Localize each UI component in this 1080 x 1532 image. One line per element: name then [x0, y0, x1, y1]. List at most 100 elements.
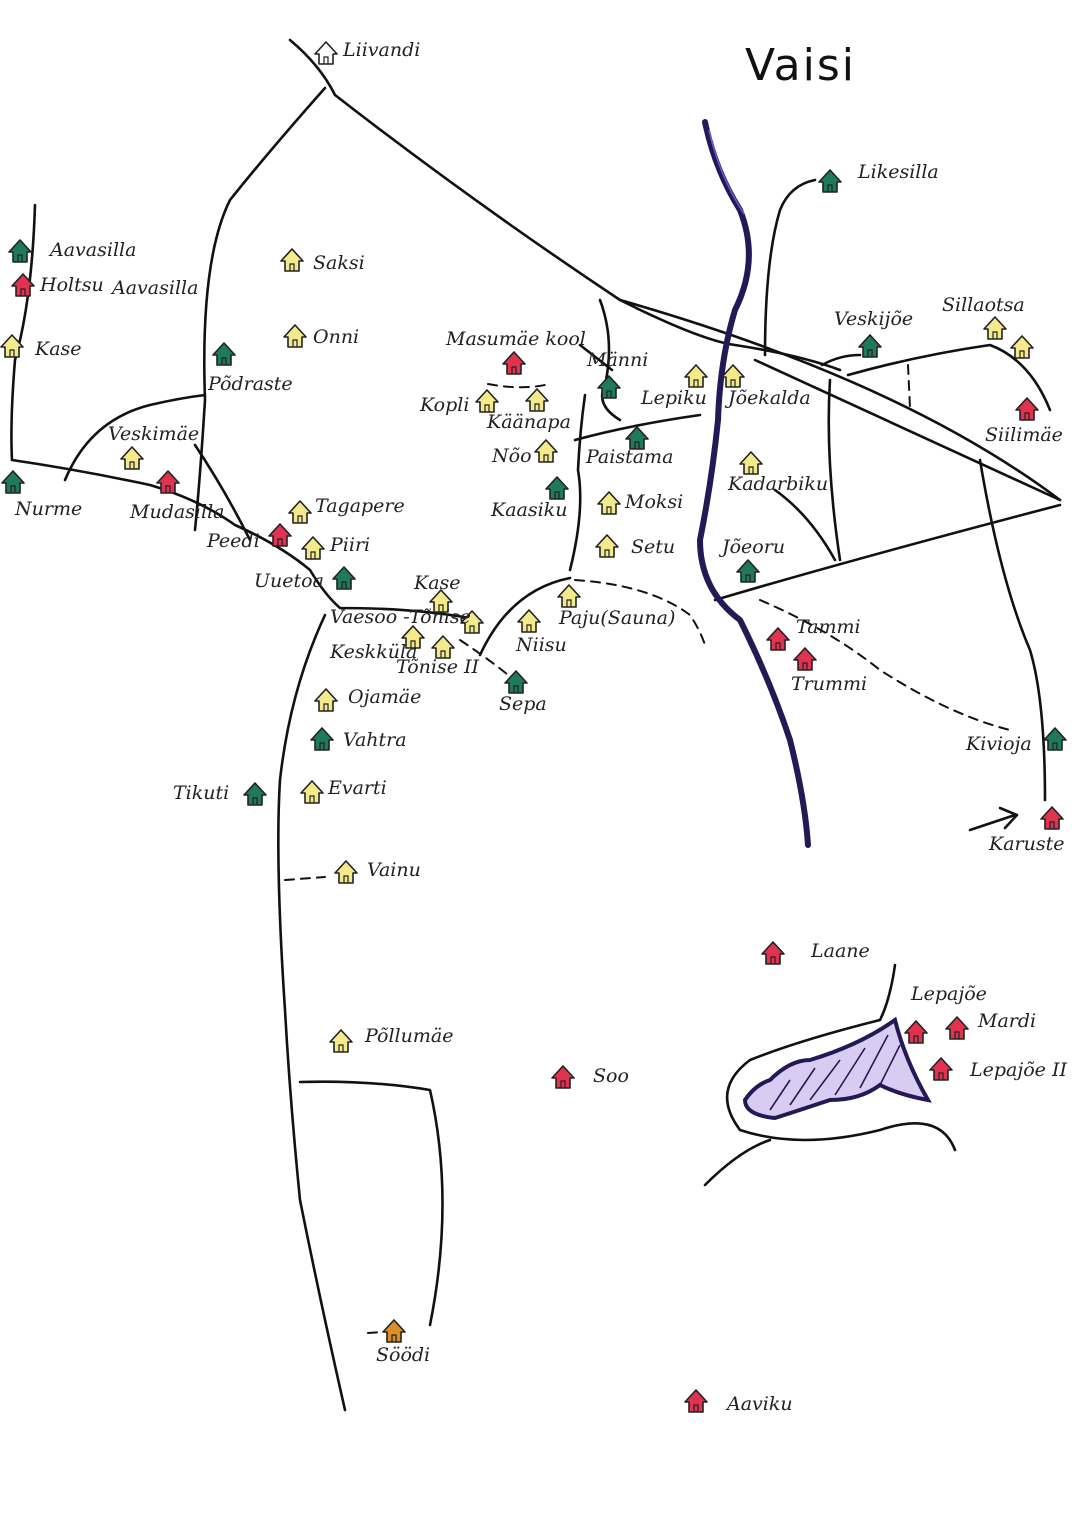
place-label-karuste: Karuste: [988, 833, 1064, 855]
place-label-keskkula: Keskküla: [329, 641, 417, 663]
likesilla-house-icon: [818, 169, 842, 193]
uuetoa-house-icon: [332, 566, 356, 590]
holtsu-house-icon: [11, 273, 35, 297]
footpaths: [284, 364, 1011, 1334]
laane-house-icon: [761, 941, 785, 965]
noo-house-icon: [534, 439, 558, 463]
place-label-kase-west: Kase: [34, 338, 82, 360]
place-label-tammi: Tammi: [796, 616, 861, 638]
lepajoe-ii-house-icon: [929, 1057, 953, 1081]
lepiku-house-icon: [684, 364, 708, 388]
joeoru-house-icon: [736, 559, 760, 583]
mudasilla-house-icon: [156, 470, 180, 494]
place-label-manni: Männi: [586, 349, 648, 371]
lepajoe-house-icon: [904, 1020, 928, 1044]
vainu-house-icon: [334, 860, 358, 884]
place-label-veskimae: Veskimäe: [108, 423, 199, 445]
place-label-aaviku: Aaviku: [725, 1393, 793, 1415]
place-label-laane: Laane: [810, 940, 870, 962]
place-label-aavasilla-2: Aavasilla: [110, 277, 198, 299]
piiri-house-icon: [301, 536, 325, 560]
place-label-kadarbiku: Kadarbiku: [727, 473, 828, 495]
nurme-house-icon: [1, 470, 25, 494]
place-label-paistama: Paistama: [585, 446, 673, 468]
soo-house-icon: [551, 1065, 575, 1089]
place-label-noo: Nõo: [491, 445, 532, 467]
place-label-joekalda: Jõekalda: [724, 387, 811, 409]
liivandi-house-icon: [314, 41, 338, 65]
place-label-tagapere: Tagapere: [315, 495, 405, 517]
aavasilla-1-house-icon: [8, 239, 32, 263]
place-label-soo: Soo: [593, 1065, 629, 1087]
river: [697, 119, 811, 848]
place-label-peedi: Peedi: [206, 530, 260, 552]
sillaotsa-second-house-icon: [1010, 335, 1034, 359]
moksi-house-icon: [597, 491, 621, 515]
vahtra-house-icon: [310, 727, 334, 751]
place-label-vaesoo-tonise: Vaesoo -Tõnise: [330, 606, 471, 628]
place-label-onni: Onni: [313, 326, 359, 348]
masumae-kool-house-icon: [502, 351, 526, 375]
place-label-sepa: Sepa: [499, 693, 547, 715]
paistama-house-icon: [625, 426, 649, 450]
place-label-lepajoe-ii: Lepajõe II: [969, 1059, 1067, 1081]
tonise-ii-house-icon: [431, 635, 455, 659]
place-label-kivioja: Kivioja: [965, 733, 1032, 755]
niisu-house-icon: [517, 609, 541, 633]
lake: [742, 1016, 932, 1121]
veskijoe-house-icon: [858, 334, 882, 358]
place-label-kaanapa: Käänapa: [486, 411, 571, 433]
mardi-house-icon: [945, 1016, 969, 1040]
place-label-vahtra: Vahtra: [343, 729, 407, 751]
tammi-house-icon: [766, 627, 790, 651]
paju-sauna-house-icon: [557, 584, 581, 608]
joekalda-house-icon: [721, 364, 745, 388]
place-label-veskijoe: Veskijõe: [834, 308, 913, 330]
place-label-tonise-ii: Tõnise II: [396, 656, 479, 678]
place-label-kase-center: Kase: [413, 572, 461, 594]
place-label-moksi: Moksi: [624, 491, 683, 513]
place-label-uuetoa: Uuetoa: [254, 570, 324, 592]
tikuti-house-icon: [243, 782, 267, 806]
place-label-joeoru: Jõeoru: [718, 536, 785, 558]
place-label-piiri: Piiri: [329, 534, 370, 556]
place-label-sillaotsa: Sillaotsa: [942, 294, 1025, 316]
place-label-soodi: Söödi: [376, 1344, 430, 1366]
kadarbiku-house-icon: [739, 451, 763, 475]
place-label-lepiku: Lepiku: [640, 387, 707, 409]
ojamae-house-icon: [314, 688, 338, 712]
manni-house-icon: [597, 375, 621, 399]
sillaotsa-house-icon: [983, 316, 1007, 340]
setu-house-icon: [595, 534, 619, 558]
podraste-house-icon: [212, 342, 236, 366]
evarti-house-icon: [300, 780, 324, 804]
vaesoo-tonise-house-icon: [460, 610, 484, 634]
place-label-kopli: Kopli: [419, 394, 469, 416]
veskimae-house-icon: [120, 446, 144, 470]
onni-house-icon: [283, 324, 307, 348]
soodi-house-icon: [382, 1319, 406, 1343]
karuste-house-icon: [1040, 806, 1064, 830]
place-label-likesilla: Likesilla: [857, 161, 939, 183]
place-label-ojamae: Ojamäe: [348, 686, 421, 708]
place-label-podraste: Põdraste: [207, 373, 293, 395]
kaanapa-house-icon: [525, 388, 549, 412]
place-label-holtsu: Holtsu: [39, 274, 104, 296]
place-label-siilimae: Siilimäe: [985, 424, 1063, 446]
keskkula-house-icon: [401, 625, 425, 649]
place-label-saksi: Saksi: [313, 252, 365, 274]
kopli-house-icon: [475, 389, 499, 413]
place-label-paju-sauna: Paju(Sauna): [558, 607, 675, 629]
kase-center-house-icon: [429, 589, 453, 613]
place-label-niisu: Niisu: [515, 634, 567, 656]
place-label-mudasilla: Mudasilla: [129, 501, 225, 523]
place-label-liivandi: Liivandi: [342, 39, 420, 61]
tagapere-house-icon: [288, 500, 312, 524]
saksi-house-icon: [280, 248, 304, 272]
place-label-aavasilla-1: Aavasilla: [48, 239, 136, 261]
aaviku-house-icon: [684, 1389, 708, 1413]
trummi-house-icon: [793, 647, 817, 671]
place-label-tikuti: Tikuti: [173, 782, 229, 804]
place-label-kaasiku: Kaasiku: [490, 499, 567, 521]
pollumae-house-icon: [329, 1029, 353, 1053]
